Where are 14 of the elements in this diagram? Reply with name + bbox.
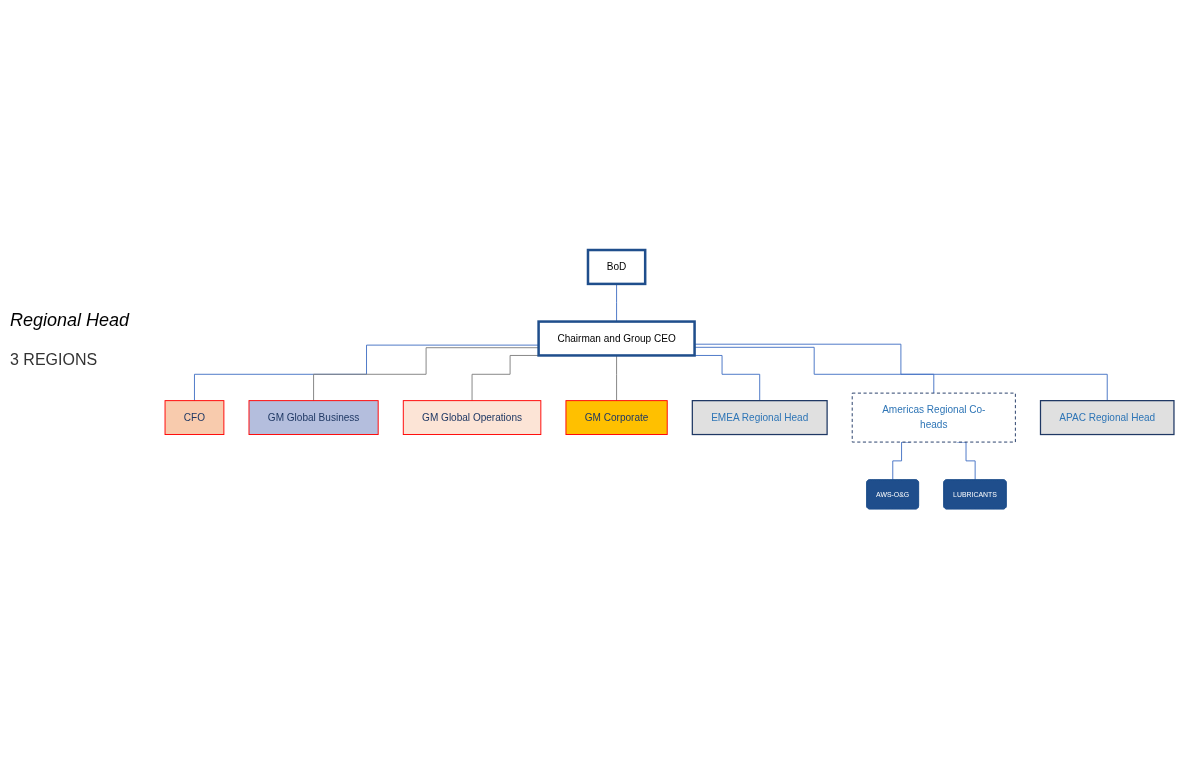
connector — [694, 346, 935, 394]
node-box: BoD — [586, 248, 647, 285]
node-box: CFO — [164, 399, 225, 435]
node-box: EMEA Regional Head — [691, 399, 828, 435]
node-box: Americas Regional Co-heads — [851, 392, 1016, 443]
connector — [616, 354, 618, 401]
node-box: GM Global Operations — [402, 399, 542, 435]
node-box: GM Global Business — [248, 399, 379, 435]
node-box: Chairman and Group CEO — [537, 319, 696, 357]
node-box: APAC Regional Head — [1039, 399, 1175, 435]
note-label: Regional Head — [10, 310, 131, 331]
note-label: 3 REGIONS — [10, 351, 99, 369]
node-box: GM Corporate — [565, 399, 668, 435]
connector — [694, 343, 1108, 401]
